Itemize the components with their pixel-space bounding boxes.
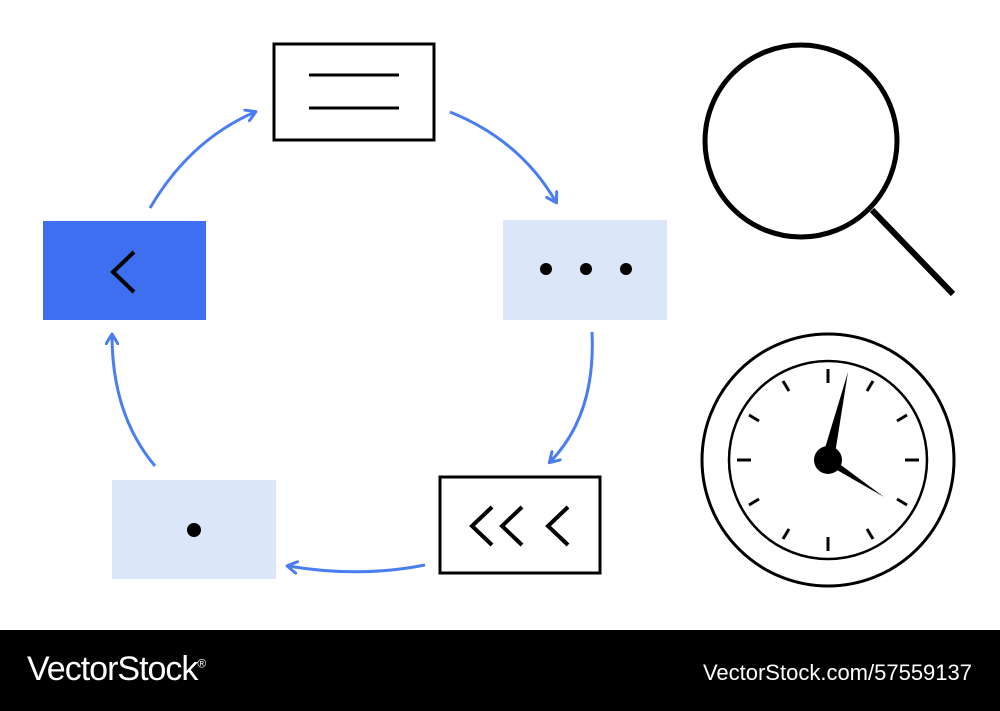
node-chevron [43, 221, 206, 320]
arrow-right-to-bottom [550, 331, 594, 462]
node-triple-chevron [438, 475, 602, 575]
registered-mark: ® [197, 656, 206, 671]
stock-id: VectorStock.com/57559137 [702, 660, 972, 685]
illustration [43, 42, 956, 588]
clock-icon [700, 332, 956, 588]
clock-hands [814, 372, 884, 497]
arrow-chevron-to-top [148, 112, 255, 209]
chevron-left-icon [110, 250, 136, 294]
magnifier-icon [702, 42, 956, 297]
brand-name: VectorStock [27, 650, 198, 688]
node-lines [272, 42, 436, 142]
cycle-diagram [43, 42, 956, 588]
vectorstock-logo: VectorStock® [27, 650, 206, 689]
triple-chevron-left-icon [469, 505, 570, 547]
watermark-footer: VectorStock® VectorStock.com/57559137 [0, 630, 1000, 711]
node-dot [112, 480, 276, 579]
ellipsis-icon [540, 263, 632, 275]
arrow-left-to-chevron [112, 335, 157, 467]
node-dots [503, 220, 667, 320]
lines-icon [309, 73, 399, 110]
arrow-bottom-to-left [288, 565, 426, 572]
dot-icon [187, 523, 201, 537]
clock-ticks [737, 369, 919, 551]
arrow-top-to-right [449, 110, 556, 202]
